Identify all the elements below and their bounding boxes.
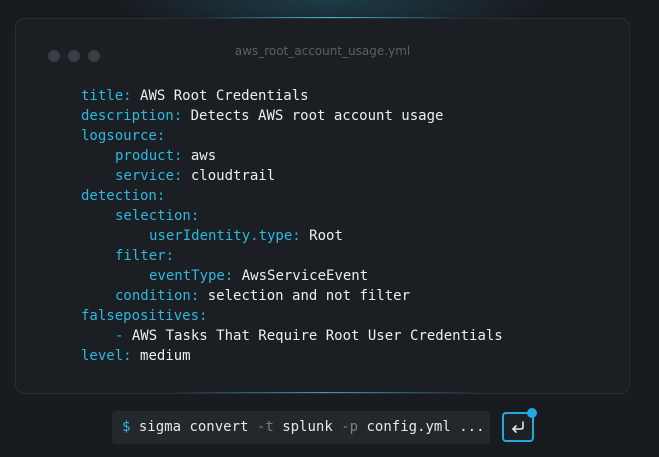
yaml-value: Detects AWS root account usage bbox=[190, 108, 444, 124]
yaml-key: eventType: bbox=[149, 268, 234, 284]
yaml-key: condition: bbox=[115, 288, 200, 304]
yaml-key: - bbox=[115, 328, 124, 344]
code-line: selection: bbox=[81, 206, 503, 226]
code-line: service: cloudtrail bbox=[81, 166, 503, 186]
yaml-value: medium bbox=[140, 348, 191, 364]
code-line: filter: bbox=[81, 246, 503, 266]
yaml-value: AwsServiceEvent bbox=[241, 268, 369, 284]
command-bar[interactable]: $ sigma convert -t splunk -p config.yml … bbox=[112, 411, 490, 444]
yaml-value: AWS Tasks That Require Root User Credent… bbox=[131, 328, 503, 344]
command-flag-t: -t bbox=[256, 419, 274, 435]
code-line: detection: bbox=[81, 186, 503, 206]
yaml-key: product: bbox=[115, 148, 183, 164]
window-dot-minimize[interactable] bbox=[68, 50, 80, 62]
yaml-key: description: bbox=[81, 108, 183, 124]
yaml-key: detection: bbox=[81, 188, 166, 204]
yaml-key: filter: bbox=[115, 248, 175, 264]
command-config: config.yml ... bbox=[366, 419, 485, 435]
code-line: eventType: AwsServiceEvent bbox=[81, 266, 503, 286]
yaml-key: logsource: bbox=[81, 128, 166, 144]
yaml-key: title: bbox=[81, 88, 132, 104]
yaml-value: selection and not filter bbox=[207, 288, 411, 304]
yaml-key: falsepositives: bbox=[81, 308, 208, 324]
yaml-key: service: bbox=[115, 168, 183, 184]
yaml-key: userIdentity.type: bbox=[149, 228, 301, 244]
code-editor-window: aws_root_account_usage.yml title: AWS Ro… bbox=[15, 18, 630, 394]
code-line: - AWS Tasks That Require Root User Crede… bbox=[81, 326, 503, 346]
code-line: condition: selection and not filter bbox=[81, 286, 503, 306]
code-line: falsepositives: bbox=[81, 306, 503, 326]
run-command-button[interactable] bbox=[502, 412, 534, 442]
code-line: logsource: bbox=[81, 126, 503, 146]
notification-badge bbox=[527, 408, 537, 418]
top-accent-line bbox=[200, 17, 460, 18]
code-line: title: AWS Root Credentials bbox=[81, 86, 503, 106]
window-controls bbox=[48, 50, 100, 62]
code-line: level: medium bbox=[81, 346, 503, 366]
window-dot-maximize[interactable] bbox=[88, 50, 100, 62]
file-name: aws_root_account_usage.yml bbox=[234, 44, 411, 58]
yaml-value: cloudtrail bbox=[190, 168, 276, 184]
bottom-accent-line bbox=[166, 392, 486, 393]
command-text: sigma convert bbox=[138, 419, 249, 435]
code-line: product: aws bbox=[81, 146, 503, 166]
window-dot-close[interactable] bbox=[48, 50, 60, 62]
yaml-value: aws bbox=[190, 148, 217, 164]
yaml-value: Root bbox=[309, 228, 343, 244]
yaml-value: AWS Root Credentials bbox=[140, 88, 309, 104]
command-flag-p: -p bbox=[341, 419, 359, 435]
yaml-key: selection: bbox=[115, 208, 200, 224]
command-target: splunk bbox=[282, 419, 333, 435]
enter-return-icon bbox=[512, 421, 524, 433]
code-line: description: Detects AWS root account us… bbox=[81, 106, 503, 126]
yaml-key: level: bbox=[81, 348, 132, 364]
prompt-symbol: $ bbox=[122, 419, 131, 435]
code-line: userIdentity.type: Root bbox=[81, 226, 503, 246]
